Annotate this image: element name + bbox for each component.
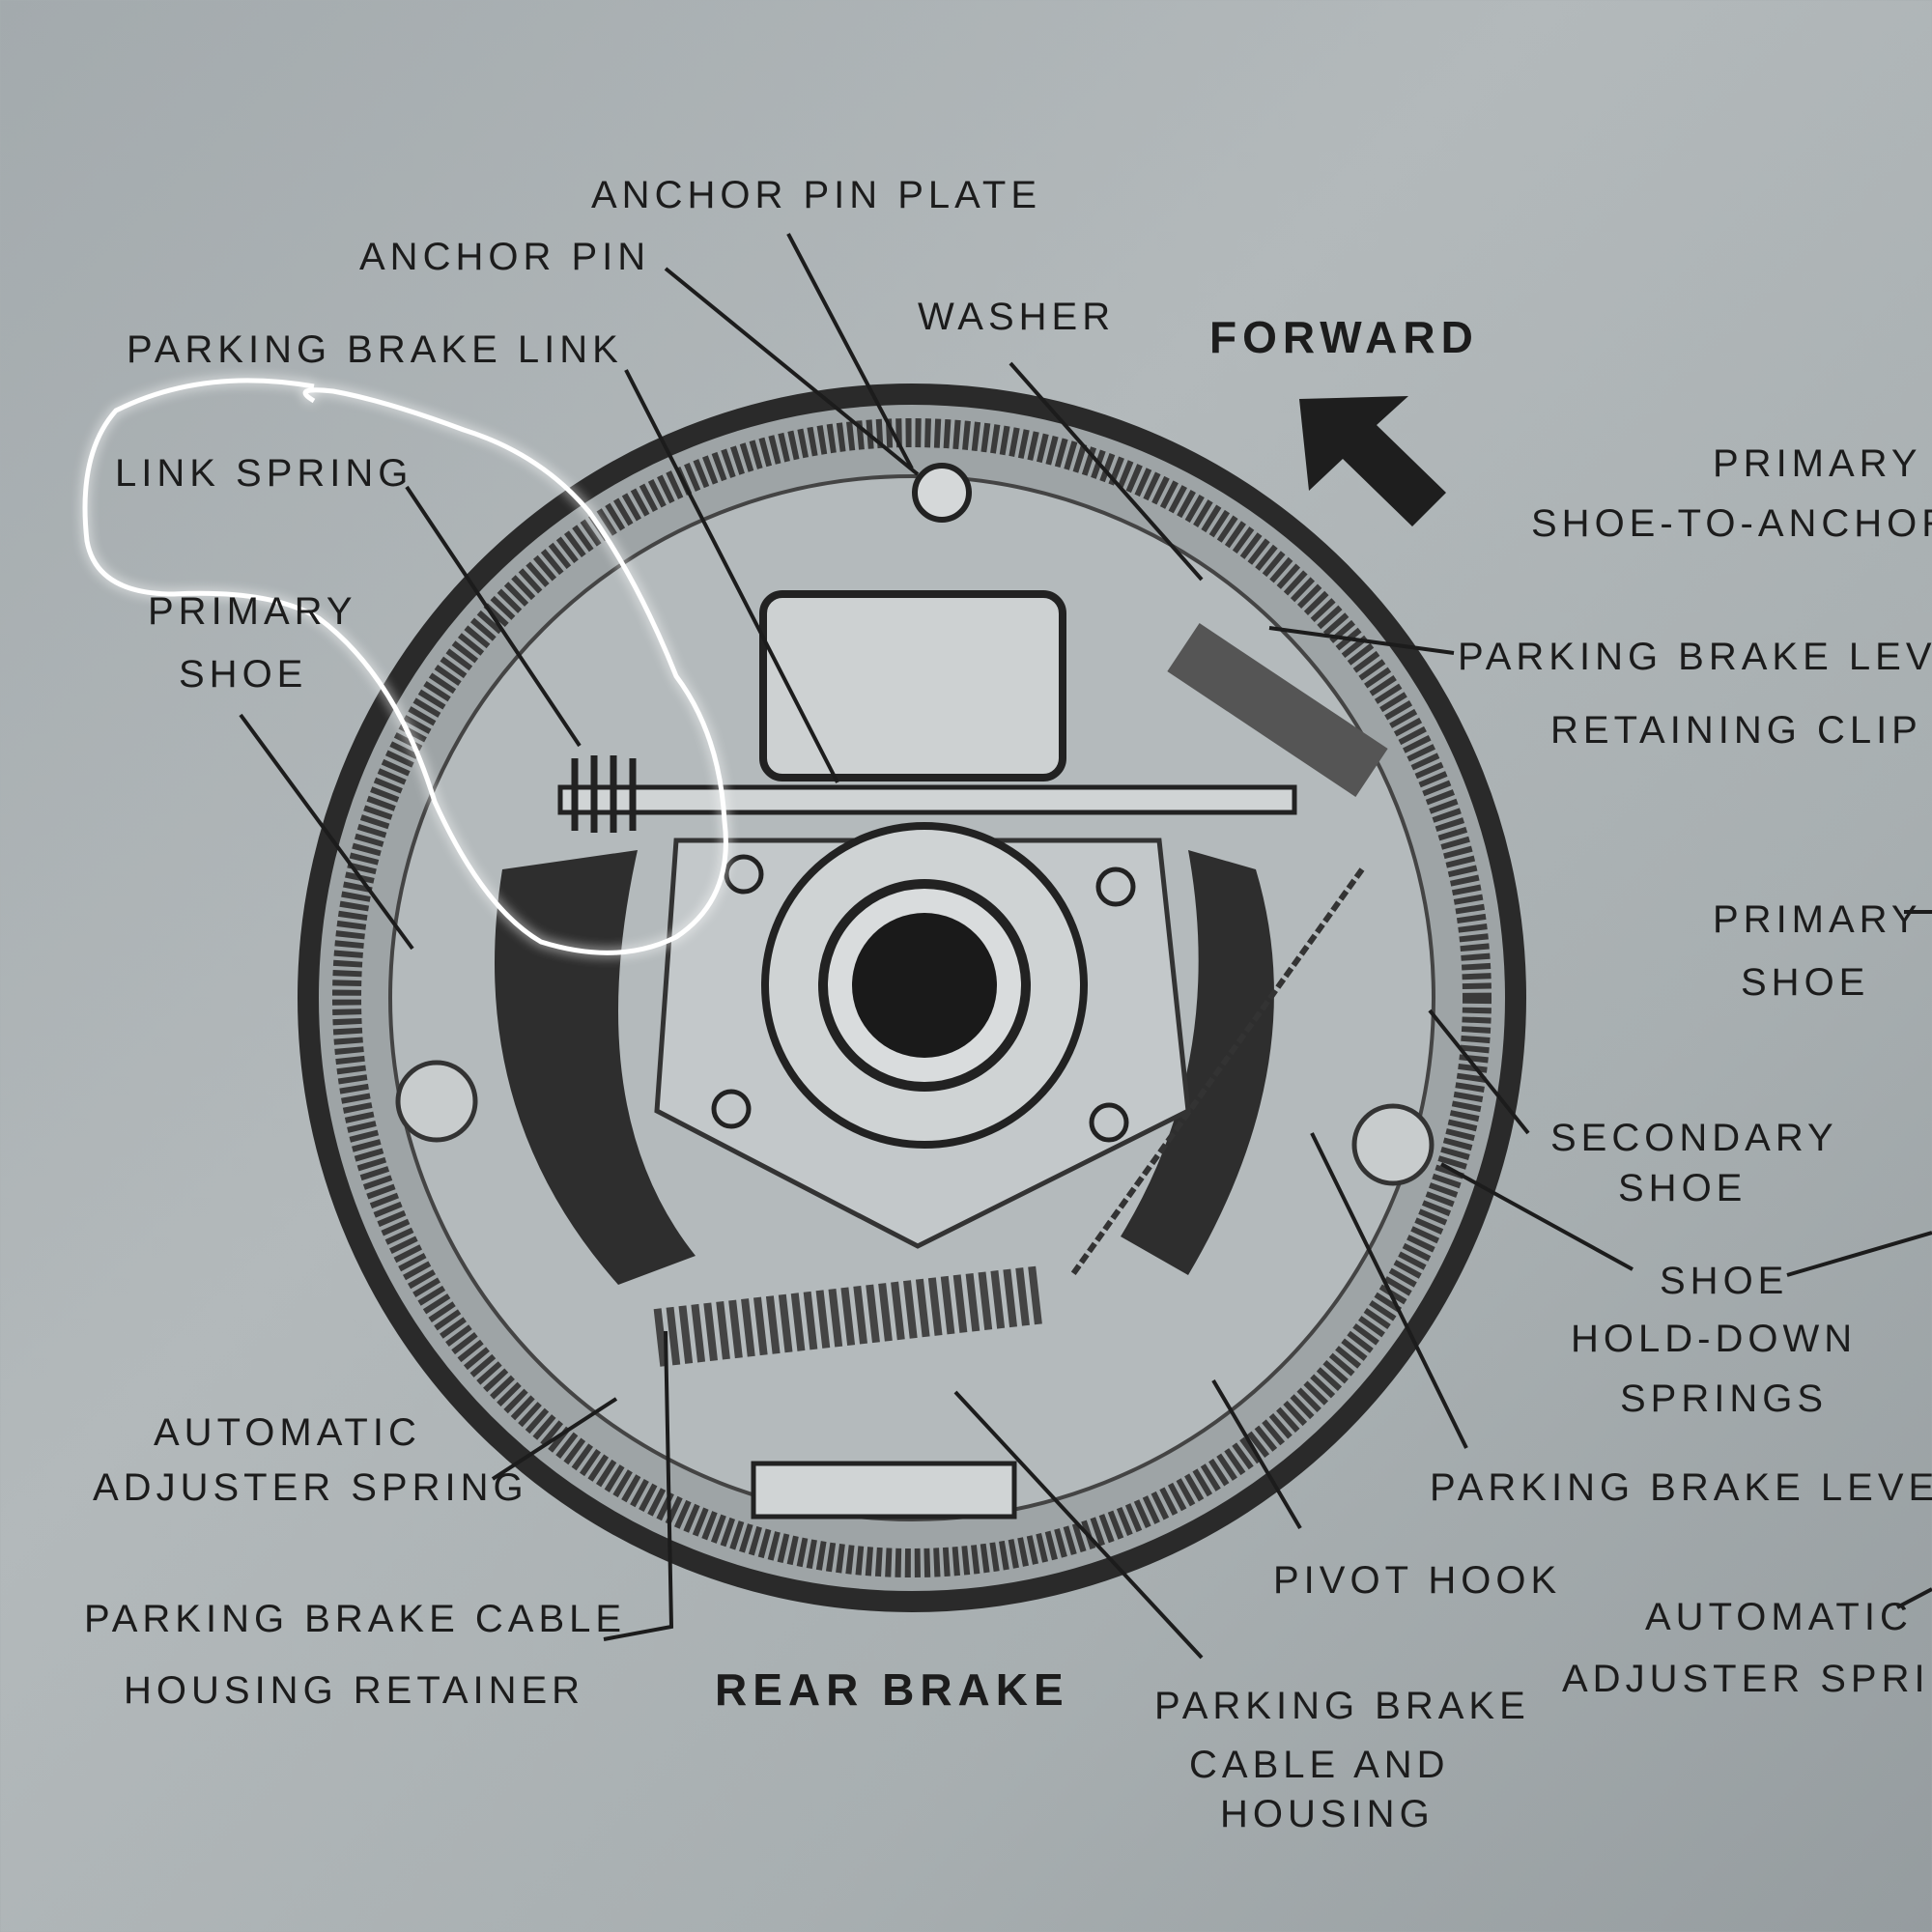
leader-secondary-shoe (1428, 1009, 1530, 1135)
anchor-pin (912, 463, 972, 523)
shoe-to-anchor-spring (1167, 623, 1388, 797)
label-hold-down-1: SHOE (1660, 1260, 1789, 1302)
hold-down-spring-right (1351, 1103, 1435, 1186)
leader-hold-down-left (1440, 1162, 1634, 1271)
leader-adjuster-right (1896, 1587, 1932, 1609)
label-cable-housing-2: CABLE AND (1189, 1744, 1450, 1786)
label-anchor-pin: ANCHOR PIN (359, 236, 651, 278)
label-link-spring: LINK SPRING (115, 452, 413, 495)
label-secondary-shoe-1: SECONDARY (1550, 1117, 1838, 1159)
leader-washer (1009, 361, 1204, 582)
adjuster-screw (751, 1461, 1017, 1520)
leader-parking-brake-link (624, 369, 839, 783)
leader-parking-brake-lever (1310, 1132, 1468, 1449)
label-cable-retainer-1: PARKING BRAKE CABLE (84, 1598, 627, 1640)
parking-brake-link (557, 784, 1297, 815)
parking-brake-cable (1069, 867, 1365, 1277)
label-washer: WASHER (918, 296, 1116, 338)
adjuster-spring (653, 1265, 1047, 1367)
wheel-cylinder (759, 590, 1066, 781)
bolt-hole (1095, 867, 1136, 907)
leader-hold-down-right (1786, 1231, 1932, 1277)
label-cable-retainer-2: HOUSING RETAINER (124, 1669, 585, 1712)
label-auto-adjuster-left-2: ADJUSTER SPRING (93, 1466, 528, 1509)
axle-bore (852, 913, 997, 1058)
label-retaining-clip-1: PARKING BRAKE LEVER (1458, 636, 1932, 678)
label-auto-adjuster-left-1: AUTOMATIC (154, 1411, 421, 1454)
leader-primary-shoe-left (239, 713, 414, 951)
label-cable-housing-3: HOUSING (1220, 1793, 1435, 1835)
primary-shoe-shape (495, 850, 696, 1285)
bolt-hole (724, 854, 764, 895)
leader-lines (239, 233, 1932, 1660)
label-auto-adjuster-right-2: ADJUSTER SPRING (1562, 1658, 1932, 1700)
label-primary-shoe-right-2: SHOE (1741, 961, 1870, 1004)
label-shoe-to-anchor-1: PRIMARY (1713, 442, 1922, 485)
leader-cable-housing (953, 1390, 1204, 1660)
hand-drawn-highlight-outline (82, 378, 728, 955)
label-auto-adjuster-right-1: AUTOMATIC (1645, 1596, 1913, 1638)
leader-cable-retainer (603, 1330, 674, 1641)
label-shoe-to-anchor-2: SHOE-TO-ANCHOR (1531, 502, 1932, 545)
label-hold-down-2: HOLD-DOWN (1571, 1318, 1858, 1360)
link-spring (571, 755, 637, 833)
hold-down-spring-left (395, 1060, 478, 1143)
label-cable-housing-1: PARKING BRAKE (1154, 1685, 1530, 1727)
label-secondary-shoe-2: SHOE (1618, 1167, 1747, 1209)
brake-drum-inner-ring (332, 418, 1492, 1577)
label-forward: FORWARD (1209, 312, 1479, 362)
label-pivot-hook: PIVOT HOOK (1273, 1559, 1562, 1602)
leader-adjuster-left (491, 1397, 618, 1481)
diagram-title: REAR BRAKE (715, 1664, 1069, 1715)
leader-retaining-clip (1268, 626, 1455, 655)
bolt-hole (711, 1089, 752, 1129)
forward-arrow-icon (1299, 396, 1446, 526)
label-retaining-clip-2: RETAINING CLIP (1550, 709, 1922, 752)
label-hold-down-3: SPRINGS (1620, 1378, 1829, 1420)
bolt-hole (1089, 1102, 1129, 1143)
label-primary-shoe-right-1: PRIMARY (1713, 898, 1922, 941)
label-parking-brake-lever: PARKING BRAKE LEVER (1430, 1466, 1932, 1509)
leader-anchor-pin (664, 267, 920, 476)
secondary-shoe-shape (1121, 850, 1274, 1275)
label-primary-shoe-left-2: SHOE (179, 653, 308, 696)
label-primary-shoe-left-1: PRIMARY (148, 590, 357, 633)
leader-anchor-pin-plate (786, 233, 914, 469)
leader-pivot-hook (1211, 1378, 1302, 1530)
label-anchor-pin-plate: ANCHOR PIN PLATE (591, 174, 1041, 216)
leader-link-spring (405, 485, 582, 748)
label-parking-brake-link: PARKING BRAKE LINK (127, 328, 623, 371)
